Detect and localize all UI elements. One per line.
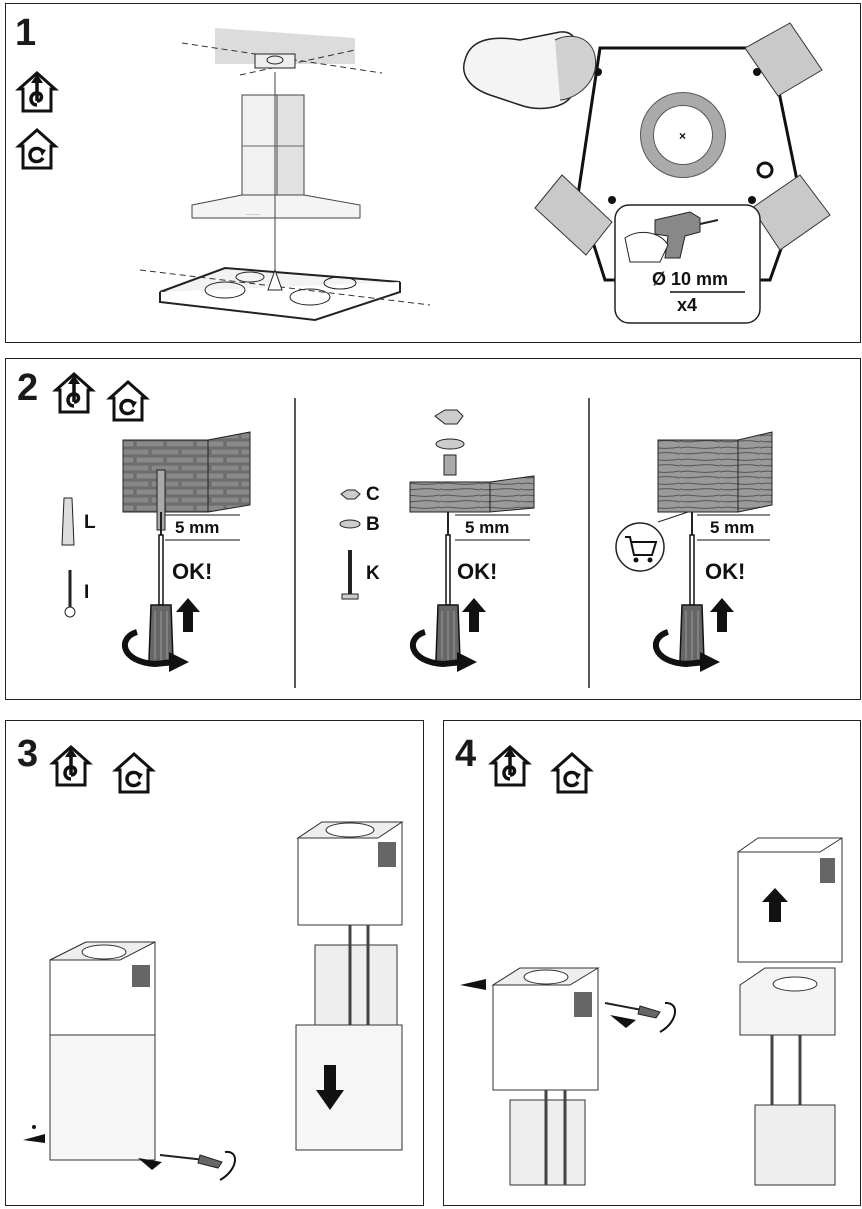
step-number-2: 2: [17, 367, 39, 409]
ok-label-left: OK!: [172, 559, 212, 584]
recirculation-icon: [114, 752, 154, 794]
drill-count-label: x4: [677, 295, 697, 315]
svg-text:×: ×: [679, 129, 686, 143]
recirculation-icon: [108, 380, 148, 422]
arrow-up-icon: [762, 888, 788, 922]
step-number-1: 1: [15, 12, 37, 54]
wood-joist-installation: 5 mm OK!: [656, 431, 773, 672]
recirculation-icon: [552, 752, 592, 794]
gap-label-right: 5 mm: [710, 518, 754, 537]
ok-label-right: OK!: [705, 559, 745, 584]
wood-ceiling-installation: 5 mm OK!: [409, 409, 535, 672]
parts-list-left: L I: [61, 497, 96, 618]
part-l-label: L: [84, 512, 96, 533]
arrow-down-icon: [316, 1065, 344, 1110]
step-2-panel: [5, 358, 861, 700]
mounting-template: ×: [534, 22, 831, 282]
shopping-cart-icon: [615, 522, 665, 572]
drill-callout: Ø 10 mm x4: [614, 204, 761, 324]
part-i-label: I: [84, 582, 89, 603]
gap-label-middle: 5 mm: [465, 518, 509, 537]
chimney-assembled: [23, 941, 236, 1181]
hood-ceiling-assembly: ·······: [139, 28, 431, 322]
screwdriver-icon: [435, 534, 461, 666]
hand-icon: [463, 31, 597, 110]
chimney-upper-removal: [460, 967, 676, 1186]
chimney-exploded: [295, 821, 404, 1151]
part-c-label: C: [366, 484, 380, 505]
svg-text:·······: ·······: [246, 212, 260, 218]
screwdriver-icon: [679, 534, 705, 666]
arrow-up-icon: [710, 598, 734, 632]
duct-out-icon: [490, 745, 530, 787]
step-number-4: 4: [455, 733, 477, 775]
drill-icon: [624, 211, 719, 263]
ok-label-middle: OK!: [457, 559, 497, 584]
duct-out-icon: [17, 71, 57, 113]
recirculation-icon: [17, 128, 57, 170]
gap-label-left: 5 mm: [175, 518, 219, 537]
chimney-frame-lift: [737, 837, 843, 1186]
screwdriver-icon: [148, 534, 174, 666]
duct-out-icon: [54, 372, 94, 414]
part-k-label: K: [366, 563, 380, 584]
drill-diameter-label: Ø 10 mm: [652, 269, 728, 289]
part-b-label: B: [366, 514, 380, 535]
arrow-up-icon: [176, 598, 200, 632]
parts-list-middle: C B K: [339, 484, 380, 600]
step-number-3: 3: [17, 733, 39, 775]
duct-out-icon: [51, 745, 91, 787]
arrow-up-icon: [462, 598, 486, 632]
brick-wall-installation: 5 mm OK!: [123, 431, 251, 672]
